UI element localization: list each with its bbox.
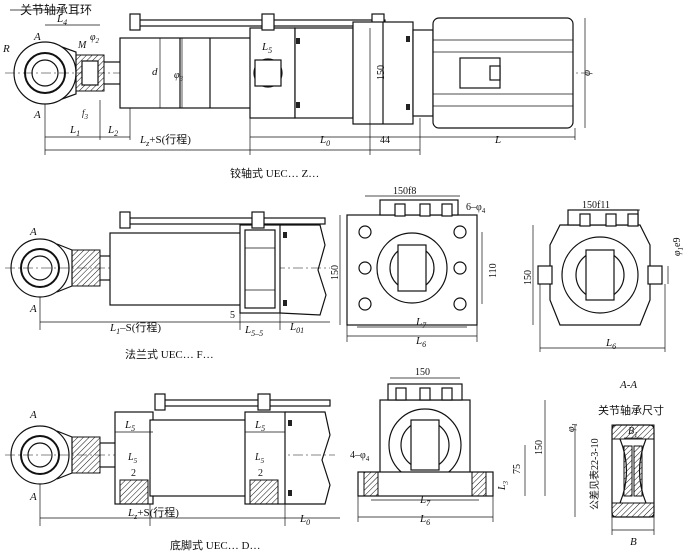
radius-label: R bbox=[2, 43, 10, 55]
dim-L3: L3 bbox=[497, 480, 510, 491]
hole-spec: 6–φ4 bbox=[466, 202, 486, 215]
dim-5: 5 bbox=[230, 310, 235, 321]
dim-L0-v1: L0 bbox=[319, 134, 330, 148]
bearing-title: 关节轴承尺寸 bbox=[598, 403, 664, 417]
section-mark-bottom-v3: A bbox=[29, 491, 37, 503]
caption-hinge: 铰轴式 UEC… Z… bbox=[230, 166, 319, 180]
tolerance-note: 公差见表22-3-10 bbox=[588, 438, 601, 510]
dim-150-v3: 150 bbox=[523, 270, 534, 285]
end-view-flange bbox=[339, 195, 483, 342]
caption-foot: 底脚式 UEC… D… bbox=[170, 538, 260, 552]
section-title: A-A bbox=[619, 379, 637, 391]
dim-150f11: 150f11 bbox=[582, 200, 610, 211]
dim-44: 44 bbox=[380, 135, 390, 146]
dim-L1: L1 bbox=[69, 124, 80, 138]
dim-M: M bbox=[77, 40, 87, 51]
dim-150f8: 150f8 bbox=[393, 186, 416, 197]
dim-L6-v4: L6 bbox=[419, 513, 430, 527]
section-mark-top-v2: A bbox=[29, 226, 37, 238]
dim-f3: f3 bbox=[82, 108, 89, 121]
section-mark-top-v3: A bbox=[29, 409, 37, 421]
dim-L0-v3: L0 bbox=[299, 513, 310, 527]
dim-L5-left: L5 bbox=[124, 419, 135, 433]
section-mark-bottom-v2: A bbox=[29, 303, 37, 315]
view-hinge-type bbox=[5, 9, 590, 155]
dim-150-v1: 150 bbox=[376, 65, 387, 80]
dim-B: B bbox=[630, 536, 637, 548]
section-a-a bbox=[574, 424, 655, 535]
view-flange-type bbox=[5, 211, 330, 330]
dim-4-phi4: 4–φ4 bbox=[350, 450, 370, 463]
dim-L5-half-right: L5 bbox=[254, 452, 265, 465]
dim-150-v4-top: 150 bbox=[415, 367, 430, 378]
dim-L2: L2 bbox=[107, 124, 118, 138]
end-view-foot bbox=[357, 377, 546, 522]
section-mark-bottom: A bbox=[33, 109, 41, 121]
dim-B1: B1 bbox=[628, 426, 638, 439]
view-foot-type bbox=[5, 393, 340, 526]
dim-d: d bbox=[152, 66, 158, 78]
dim-Lz-S-v1: Lz+S(行程) bbox=[139, 133, 191, 148]
dim-L5-v1: L5 bbox=[261, 41, 272, 55]
dim-half-left: 2 bbox=[131, 468, 136, 479]
ring-title: 关节轴承耳环 bbox=[20, 2, 92, 17]
dim-phi3: φ3 bbox=[174, 70, 184, 83]
dim-150-v4-side: 150 bbox=[534, 440, 545, 455]
dim-75: 75 bbox=[512, 464, 523, 474]
dim-phi-motor: φ bbox=[581, 70, 593, 76]
dim-half-right: 2 bbox=[258, 468, 263, 479]
dim-L: L bbox=[494, 134, 501, 146]
dim-L5-half-left: L5 bbox=[127, 452, 138, 465]
dim-L6-v2: L6 bbox=[415, 335, 426, 349]
dim-L5-5: L5–5 bbox=[244, 324, 263, 338]
dim-phi1-e9: φ1e9 bbox=[672, 238, 685, 257]
dim-phi1: φ1 bbox=[566, 423, 579, 432]
dim-L7-v4: L7 bbox=[419, 494, 431, 508]
dim-L1-S: L1–S(行程) bbox=[109, 321, 161, 336]
dim-L6-v3: L6 bbox=[605, 337, 616, 351]
dim-phi2: φ2 bbox=[90, 32, 100, 45]
end-view-hinge bbox=[532, 209, 669, 352]
dim-L4: L4 bbox=[56, 13, 67, 27]
caption-flange: 法兰式 UEC… F… bbox=[125, 347, 214, 361]
dim-150-v2: 150 bbox=[330, 265, 341, 280]
dim-L01: L01 bbox=[289, 321, 304, 335]
dim-L5-right: L5 bbox=[254, 419, 265, 433]
section-mark-top: A bbox=[33, 31, 41, 43]
dim-Lz-S-v3: Lz+S(行程) bbox=[127, 506, 179, 521]
dim-110: 110 bbox=[488, 263, 499, 278]
dim-L7-v2: L7 bbox=[415, 316, 427, 330]
